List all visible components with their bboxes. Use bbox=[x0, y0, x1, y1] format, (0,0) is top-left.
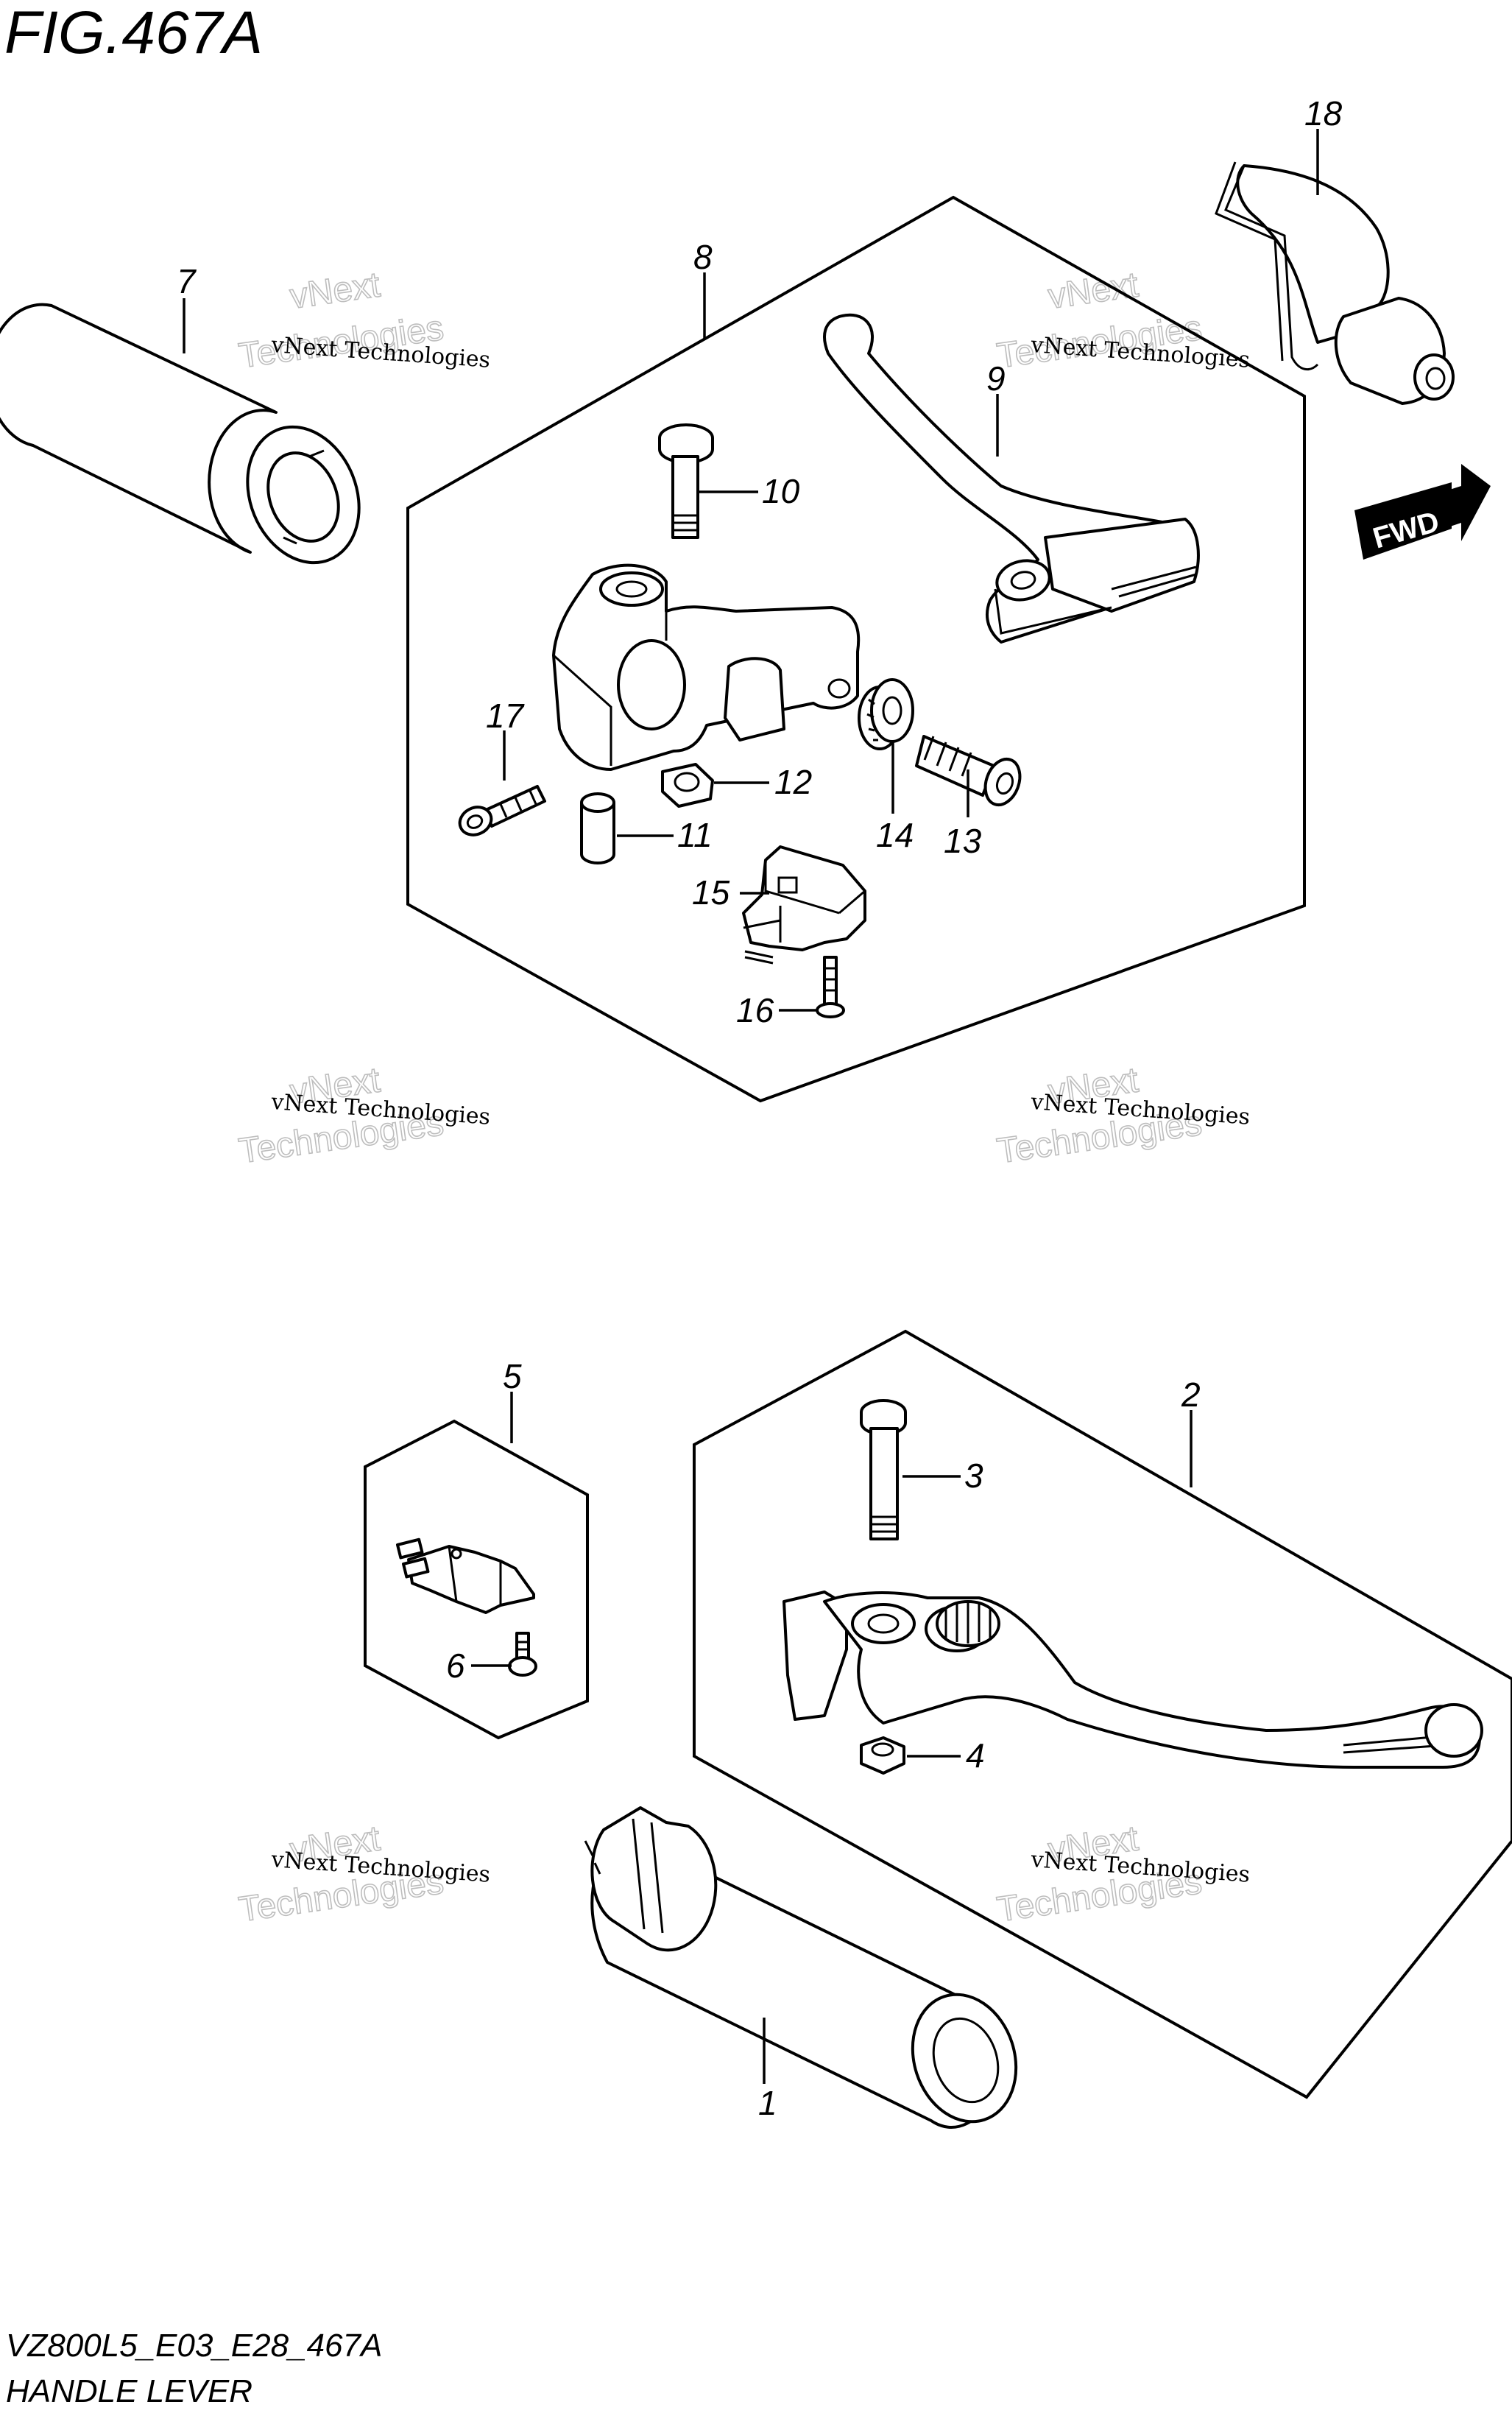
part-10-pivot-bolt bbox=[658, 423, 714, 539]
callout-3: 3 bbox=[964, 1456, 983, 1495]
leader-lines bbox=[183, 129, 1319, 2084]
part-3-pivot-bolt bbox=[860, 1399, 907, 1540]
part-5-brake-switch bbox=[395, 1537, 535, 1614]
callout-2: 2 bbox=[1181, 1375, 1201, 1414]
assembly-outline-8 bbox=[406, 195, 1306, 1103]
callout-18: 18 bbox=[1304, 94, 1343, 133]
footer-section-name: HANDLE LEVER bbox=[6, 2373, 252, 2409]
callout-4: 4 bbox=[966, 1736, 985, 1775]
part-11-collar bbox=[580, 792, 615, 864]
part-2-brake-lever bbox=[783, 1591, 1483, 1769]
watermark-group: vNext Technologies vNext Technologies vN… bbox=[236, 265, 1251, 1931]
part-9-clutch-lever bbox=[823, 313, 1200, 644]
watermark-line2: vNext bbox=[288, 265, 383, 317]
callout-5: 5 bbox=[503, 1357, 522, 1395]
callout-16: 16 bbox=[736, 991, 774, 1029]
part-17-screw bbox=[458, 785, 546, 836]
part-4-nut bbox=[860, 1736, 905, 1775]
callout-17: 17 bbox=[486, 697, 525, 735]
callout-14: 14 bbox=[876, 816, 914, 854]
callout-9: 9 bbox=[986, 359, 1006, 398]
callout-12: 12 bbox=[774, 763, 812, 801]
part-18-lever-cover bbox=[1215, 161, 1455, 405]
figure-title: FIG.467A bbox=[4, 0, 263, 66]
callout-6: 6 bbox=[446, 1646, 465, 1685]
part-15-clutch-switch bbox=[742, 845, 866, 965]
callout-15: 15 bbox=[692, 873, 730, 912]
clutch-lever-holder bbox=[552, 563, 861, 771]
part-1-throttle-grip bbox=[584, 1806, 1018, 2129]
assembly-outline-2 bbox=[693, 1329, 1512, 2099]
part-16-small-screw bbox=[816, 956, 845, 1018]
part-6-screw bbox=[508, 1632, 537, 1677]
callout-1: 1 bbox=[758, 2084, 777, 2122]
watermark-line2: vNext bbox=[1046, 265, 1141, 317]
part-13-adjuster-screw bbox=[915, 735, 1022, 806]
callout-11: 11 bbox=[677, 816, 713, 854]
footer-model-code: VZ800L5_E03_E28_467A bbox=[6, 2328, 382, 2364]
callout-8: 8 bbox=[693, 238, 713, 276]
callout-7: 7 bbox=[177, 262, 197, 300]
part-7-grip bbox=[0, 303, 361, 565]
callout-10: 10 bbox=[762, 472, 800, 510]
assembly-outline-5 bbox=[364, 1419, 589, 1740]
callout-13: 13 bbox=[944, 822, 982, 860]
callout-labels: 7 8 9 18 10 17 12 11 14 13 15 16 2 3 4 5… bbox=[177, 94, 1343, 2122]
part-14-adjuster-wheel bbox=[858, 678, 914, 750]
part-12-nut bbox=[661, 763, 714, 808]
fwd-direction-badge: FWD bbox=[1354, 464, 1491, 560]
